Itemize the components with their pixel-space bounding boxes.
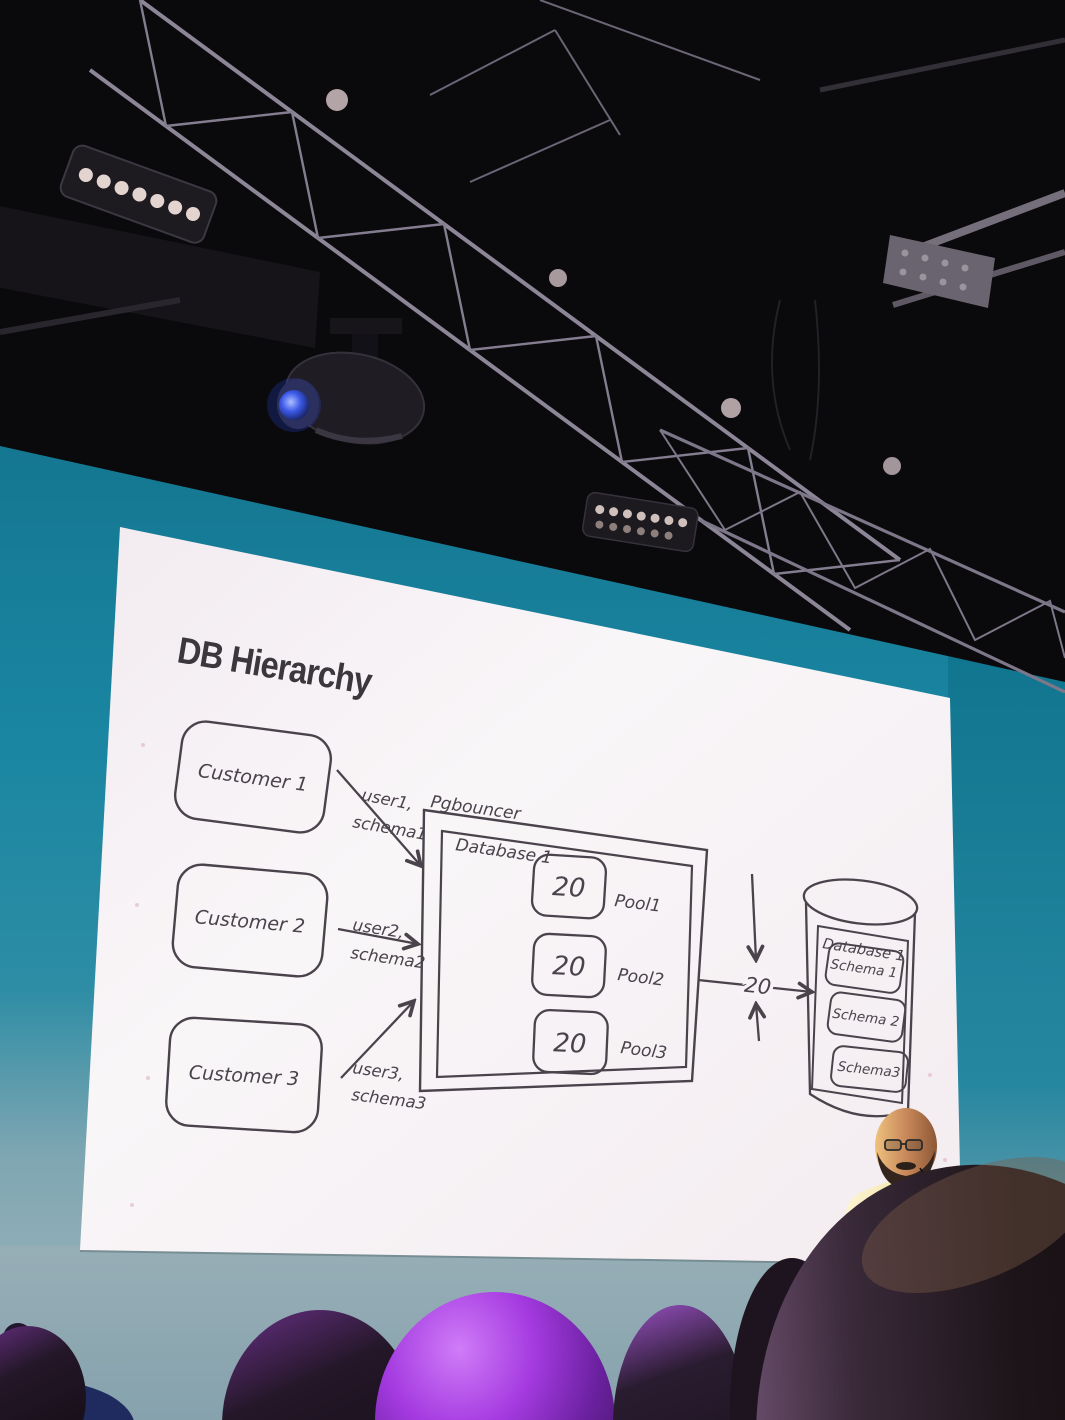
hanging-cables <box>771 299 820 461</box>
lamp-face-icon <box>721 398 741 418</box>
pool-2-size: 20 <box>552 951 587 983</box>
pgbouncer-box <box>418 808 709 1093</box>
pipe-top-right <box>819 37 1065 93</box>
ceiling <box>0 0 1065 694</box>
pipe-left <box>0 297 181 335</box>
database-box <box>810 924 910 1105</box>
schema-3-box: Schema3 <box>830 1045 909 1093</box>
arrow-customer2 <box>337 927 418 944</box>
lamp-face-icon <box>883 457 901 475</box>
pool-3-size: 20 <box>553 1028 587 1059</box>
arrow-customer1 <box>336 769 421 866</box>
lamp-face-icon <box>549 269 567 287</box>
arrow-customer3 <box>340 1001 414 1079</box>
flow-connections-value: 20 <box>743 973 772 1000</box>
pool-3: 20 Pool3 <box>532 1008 668 1076</box>
steel-beam <box>883 189 1065 308</box>
presentation-slide: DB Hierarchy Customer 1 Customer 2 Custo… <box>79 527 963 1266</box>
slide-speckles <box>130 743 947 1207</box>
slide-surface <box>80 527 962 1264</box>
audience-head-foreground <box>756 1157 1065 1420</box>
truss-lower-right <box>659 428 1065 694</box>
database1-inner-box <box>435 829 694 1079</box>
moving-head-light <box>267 318 426 445</box>
led-bar-light <box>581 491 699 553</box>
air-duct <box>0 206 320 348</box>
audience <box>0 1157 1065 1420</box>
pool-1-size: 20 <box>551 872 586 904</box>
audience-head <box>222 1310 418 1420</box>
led-bar-light <box>59 144 218 244</box>
flow-arrows <box>697 873 812 1042</box>
connection-arrows <box>336 769 421 1079</box>
speaker-mustache <box>896 1162 916 1170</box>
flow-measure-down-arrow <box>752 873 756 960</box>
audience-head-topknot <box>0 1323 86 1420</box>
speaker-glasses <box>884 1139 923 1151</box>
pool-2: 20 Pool2 <box>531 932 665 999</box>
lamp-face-icon <box>326 89 348 111</box>
audience-head-purple-lit <box>375 1292 615 1420</box>
flow-measure-up-arrow <box>756 1004 759 1042</box>
truss-top-braces <box>429 0 761 183</box>
truss-main-braces <box>138 0 901 576</box>
blue-lens <box>279 390 309 420</box>
flow-arrow-to-db <box>697 978 812 992</box>
schema-3-label: Schema3 <box>837 1059 901 1081</box>
audience-head <box>613 1305 747 1420</box>
